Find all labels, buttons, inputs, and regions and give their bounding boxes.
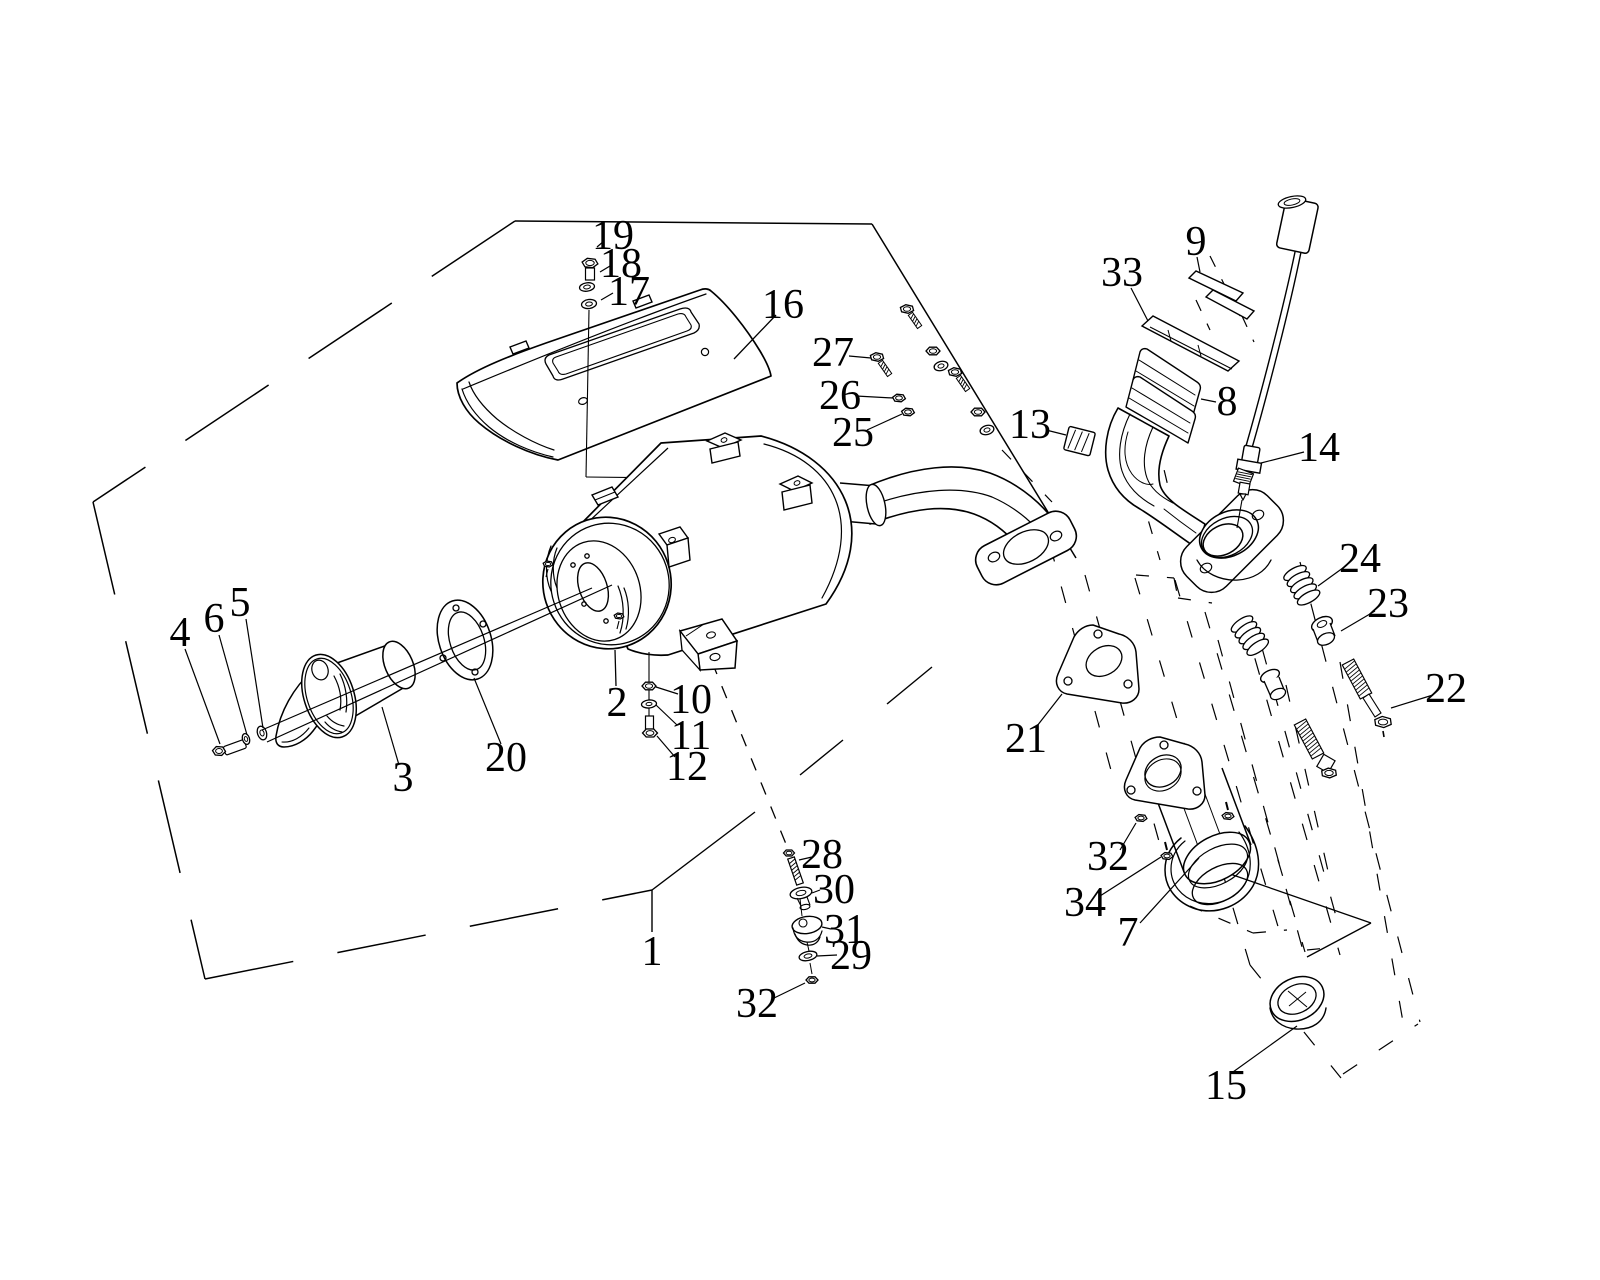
svg-text:22: 22 [1425, 666, 1467, 712]
svg-text:20: 20 [485, 735, 527, 781]
svg-text:6: 6 [204, 596, 225, 642]
svg-text:32: 32 [1087, 834, 1129, 880]
svg-text:24: 24 [1339, 536, 1381, 582]
svg-text:25: 25 [832, 410, 874, 456]
svg-text:23: 23 [1367, 581, 1409, 627]
svg-text:4: 4 [170, 610, 191, 656]
svg-text:10: 10 [670, 677, 712, 723]
svg-text:31: 31 [824, 907, 866, 953]
svg-text:18: 18 [600, 241, 642, 287]
svg-text:13: 13 [1009, 402, 1051, 448]
svg-text:29: 29 [830, 933, 872, 979]
svg-text:3: 3 [393, 755, 414, 801]
svg-text:2: 2 [607, 680, 628, 726]
svg-text:1: 1 [642, 929, 663, 975]
svg-text:14: 14 [1298, 425, 1340, 471]
svg-text:7: 7 [1118, 910, 1139, 956]
svg-text:26: 26 [819, 373, 861, 419]
svg-text:27: 27 [812, 330, 854, 376]
svg-text:34: 34 [1064, 880, 1106, 926]
svg-text:11: 11 [671, 713, 711, 759]
svg-text:8: 8 [1217, 379, 1238, 425]
svg-text:9: 9 [1186, 219, 1207, 265]
svg-text:5: 5 [230, 580, 251, 626]
svg-text:17: 17 [608, 269, 650, 315]
svg-text:16: 16 [762, 282, 804, 328]
svg-text:15: 15 [1205, 1063, 1247, 1109]
svg-text:12: 12 [666, 744, 708, 790]
svg-text:21: 21 [1005, 716, 1047, 762]
svg-text:28: 28 [801, 832, 843, 878]
svg-text:33: 33 [1101, 250, 1143, 296]
svg-text:19: 19 [592, 213, 634, 259]
svg-text:32: 32 [736, 981, 778, 1027]
